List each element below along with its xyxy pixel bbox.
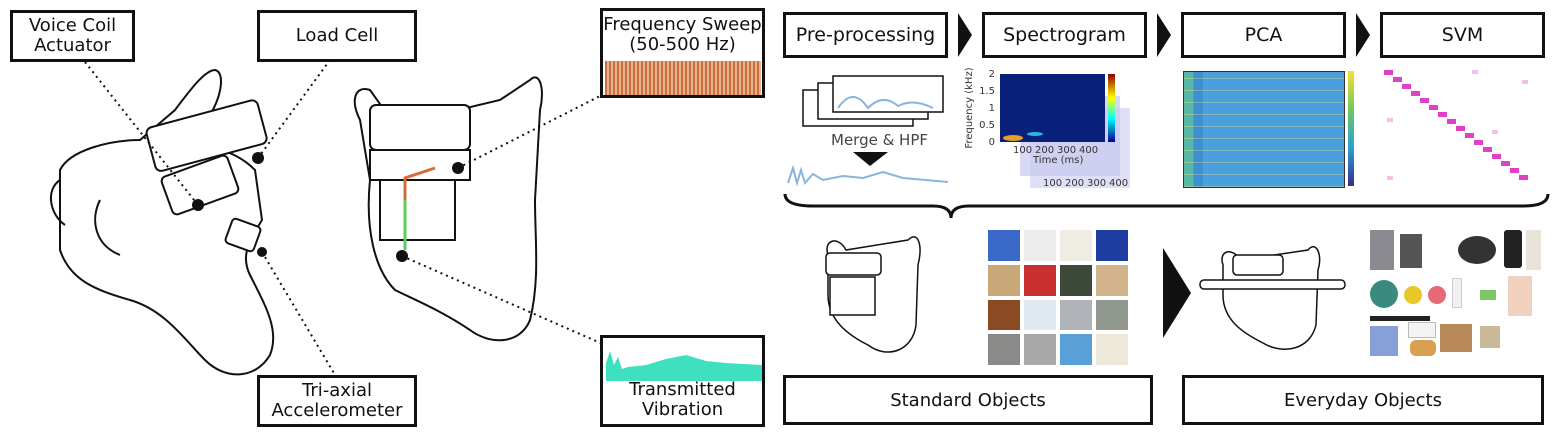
y-tick-label: 0 (989, 137, 995, 148)
vibration-signal-graphic (606, 351, 762, 381)
standard-objects-grid (988, 230, 1128, 365)
accelerometer-line2: Accelerometer (271, 400, 403, 421)
sweep-line2: (50-500 Hz) (629, 34, 736, 55)
object (1410, 340, 1436, 356)
sweep-line1: Frequency Sweep (603, 14, 762, 35)
vibration-line1: Transmitted (629, 379, 736, 400)
transmitted-vibration-panel: Transmitted Vibration (600, 335, 765, 427)
chevron-right-icon (958, 13, 972, 57)
hand-illustration-right (353, 76, 606, 346)
cube (1060, 334, 1092, 365)
load-cell-label: Load Cell (257, 10, 417, 62)
y-tick-label: 1 (989, 103, 995, 114)
object (1370, 230, 1394, 270)
cube (1060, 299, 1092, 331)
x-tick-label: 300 (1057, 145, 1076, 156)
ghost-x-tick-label: 200 (1065, 178, 1084, 189)
y-tick-label: 2 (989, 69, 995, 80)
y-tick-label: 0.5 (979, 120, 995, 131)
object (1370, 280, 1398, 308)
object (1370, 326, 1398, 356)
load-cell-text: Load Cell (295, 25, 379, 46)
cube (1060, 230, 1092, 261)
cube (988, 230, 1020, 261)
stage-spectrogram: Spectrogram (982, 12, 1147, 58)
spectrogram-graphic: Frequency (kHz) 2 1.5 1 0.5 0 100 200 30… (964, 67, 1130, 189)
stage-pca: PCA (1181, 12, 1346, 58)
object (1508, 276, 1532, 316)
cube (988, 334, 1020, 365)
chevron-right-icon (1157, 13, 1171, 57)
frequency-sweep-panel: Frequency Sweep (50-500 Hz) (600, 8, 765, 98)
cube (988, 264, 1020, 296)
x-tick-label: 400 (1079, 145, 1098, 156)
stage-spectrogram-label: Spectrogram (1003, 24, 1126, 46)
cube (1024, 299, 1056, 331)
cube (1096, 299, 1128, 331)
chevron-right-icon (1356, 13, 1370, 57)
pca-colorbar (1348, 71, 1354, 186)
stage-pca-label: PCA (1244, 24, 1283, 46)
cube (1024, 230, 1056, 261)
object (1428, 286, 1446, 304)
cube (1096, 334, 1128, 365)
voice-coil-line1: Voice Coil (28, 15, 117, 36)
cube (988, 299, 1020, 331)
y-tick-label: 1.5 (979, 86, 995, 97)
object (1400, 234, 1422, 268)
svm-confusion-matrix (1384, 70, 1528, 180)
object (1440, 324, 1472, 352)
everyday-objects-box: Everyday Objects (1182, 375, 1544, 425)
cube (1096, 264, 1128, 296)
object (1526, 230, 1541, 270)
everyday-objects-collage (1368, 228, 1543, 360)
object (1404, 286, 1422, 304)
object (1480, 290, 1496, 300)
stage-preprocessing-label: Pre-processing (795, 24, 936, 46)
object (1452, 278, 1462, 308)
hand-illustration-left (50, 59, 336, 376)
stage-svm-label: SVM (1441, 24, 1484, 46)
object (1370, 316, 1430, 321)
ghost-x-tick-label: 100 (1043, 178, 1062, 189)
object (1480, 326, 1500, 348)
everyday-objects-label: Everyday Objects (1284, 389, 1442, 411)
voice-coil-actuator-label: Voice Coil Actuator (10, 10, 135, 62)
stage-svm: SVM (1380, 12, 1545, 58)
ghost-x-tick-label: 400 (1109, 178, 1128, 189)
accelerometer-label: Tri-axial Accelerometer (257, 375, 417, 427)
stage-preprocessing: Pre-processing (783, 12, 948, 58)
group-brace (783, 193, 1550, 219)
sweep-signal-graphic (604, 61, 761, 95)
spectrogram-ylabel: Frequency (kHz) (964, 67, 975, 148)
pca-heatmap (1183, 71, 1345, 188)
object (1408, 322, 1436, 338)
cube (1024, 334, 1056, 365)
spectrogram-plot-area (1000, 74, 1105, 142)
cube (1024, 264, 1056, 296)
cube (1096, 230, 1128, 261)
voice-coil-line2: Actuator (34, 35, 111, 56)
arrow-right-icon (1163, 248, 1191, 338)
preprocessing-graphic: Merge & HPF (787, 75, 949, 187)
x-tick-label: 100 (1013, 145, 1032, 156)
standard-objects-box: Standard Objects (783, 375, 1153, 425)
accelerometer-line1: Tri-axial (302, 380, 372, 401)
merge-hpf-label: Merge & HPF (831, 131, 928, 149)
standard-objects-label: Standard Objects (890, 389, 1046, 411)
object (1504, 230, 1522, 268)
cube (1060, 264, 1092, 296)
ghost-x-tick-label: 300 (1087, 178, 1106, 189)
hand-device-everyday (1199, 246, 1346, 350)
spectrogram-xlabel: Time (ms) (1032, 155, 1084, 166)
object (1458, 236, 1496, 264)
x-tick-label: 200 (1035, 145, 1054, 156)
hand-device-standard (825, 236, 921, 353)
vibration-line2: Vibration (641, 399, 724, 420)
